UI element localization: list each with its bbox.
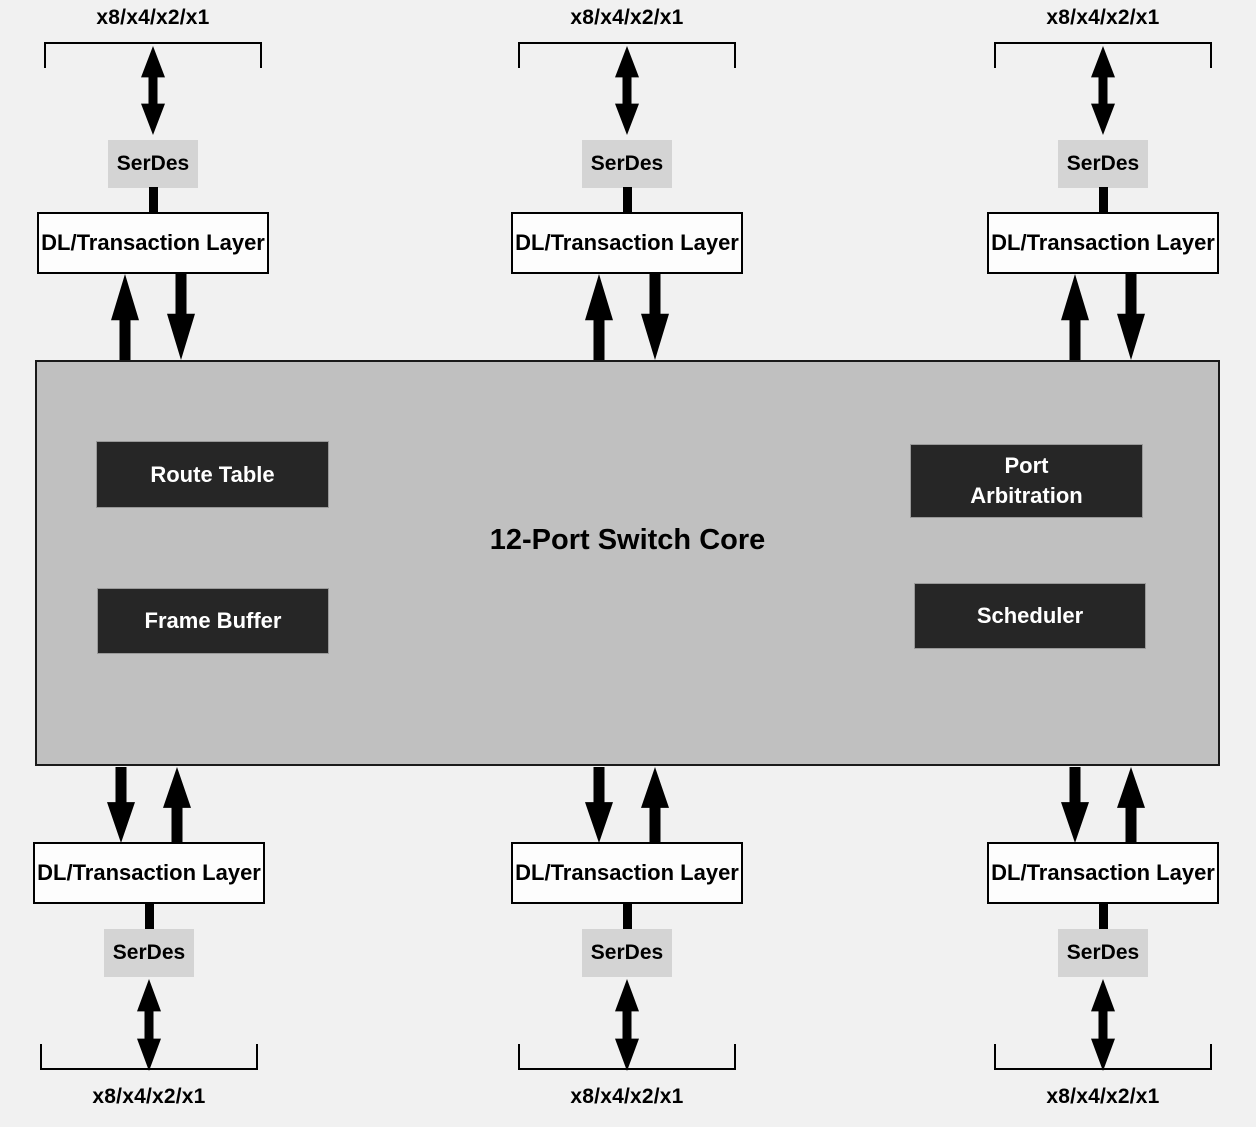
up-arrow-icon bbox=[1117, 767, 1145, 843]
serdes-block: SerDes bbox=[108, 140, 198, 188]
port-group-top-middle: x8/x4/x2/x1 SerDes DL/Transaction Layer bbox=[507, 0, 747, 360]
lane-bracket bbox=[518, 42, 736, 68]
down-arrow-icon bbox=[167, 274, 195, 360]
lane-width-label: x8/x4/x2/x1 bbox=[96, 6, 210, 29]
port-group-top-right: x8/x4/x2/x1 SerDes DL/Transaction Layer bbox=[983, 0, 1223, 360]
serdes-dl-connector bbox=[1099, 187, 1108, 213]
lane-bracket bbox=[994, 1044, 1212, 1070]
serdes-block: SerDes bbox=[1058, 140, 1148, 188]
bidirectional-arrow-icon bbox=[615, 979, 639, 1071]
serdes-dl-connector bbox=[623, 904, 632, 930]
lane-width-label: x8/x4/x2/x1 bbox=[570, 6, 684, 29]
lane-width-label: x8/x4/x2/x1 bbox=[570, 1085, 684, 1108]
serdes-block: SerDes bbox=[582, 929, 672, 977]
dl-transaction-layer-block: DL/Transaction Layer bbox=[37, 212, 269, 274]
lane-bracket bbox=[994, 42, 1212, 68]
dl-transaction-layer-block: DL/Transaction Layer bbox=[511, 212, 743, 274]
up-arrow-icon bbox=[111, 274, 139, 360]
bidirectional-arrow-icon bbox=[137, 979, 161, 1071]
down-arrow-icon bbox=[641, 274, 669, 360]
lane-width-label: x8/x4/x2/x1 bbox=[1046, 1085, 1160, 1108]
up-arrow-icon bbox=[163, 767, 191, 843]
bidirectional-arrow-icon bbox=[1091, 979, 1115, 1071]
port-arbitration-block: Port Arbitration bbox=[910, 444, 1143, 518]
dl-transaction-layer-block: DL/Transaction Layer bbox=[511, 842, 743, 904]
bidirectional-arrow-icon bbox=[615, 46, 639, 135]
up-arrow-icon bbox=[585, 274, 613, 360]
dl-transaction-layer-block: DL/Transaction Layer bbox=[33, 842, 265, 904]
lane-bracket bbox=[518, 1044, 736, 1070]
down-arrow-icon bbox=[1061, 767, 1089, 843]
switch-core-title: 12-Port Switch Core bbox=[489, 524, 766, 556]
port-group-bottom-middle: DL/Transaction Layer SerDes x8/x4/x2/x1 bbox=[507, 766, 747, 1127]
serdes-block: SerDes bbox=[104, 929, 194, 977]
dl-transaction-layer-block: DL/Transaction Layer bbox=[987, 212, 1219, 274]
port-group-bottom-left: DL/Transaction Layer SerDes x8/x4/x2/x1 bbox=[29, 766, 269, 1127]
serdes-block: SerDes bbox=[1058, 929, 1148, 977]
down-arrow-icon bbox=[107, 767, 135, 843]
serdes-dl-connector bbox=[149, 187, 158, 213]
bidirectional-arrow-icon bbox=[1091, 46, 1115, 135]
port-group-top-left: x8/x4/x2/x1 SerDes DL/Transaction Layer bbox=[33, 0, 273, 360]
up-arrow-icon bbox=[641, 767, 669, 843]
switch-core: 12-Port Switch Core Route Table Frame Bu… bbox=[35, 360, 1220, 766]
down-arrow-icon bbox=[1117, 274, 1145, 360]
lane-width-label: x8/x4/x2/x1 bbox=[92, 1085, 206, 1108]
scheduler-block: Scheduler bbox=[914, 583, 1146, 649]
lane-bracket bbox=[40, 1044, 258, 1070]
dl-transaction-layer-block: DL/Transaction Layer bbox=[987, 842, 1219, 904]
serdes-block: SerDes bbox=[582, 140, 672, 188]
port-group-bottom-right: DL/Transaction Layer SerDes x8/x4/x2/x1 bbox=[983, 766, 1223, 1127]
serdes-dl-connector bbox=[145, 904, 154, 930]
frame-buffer-block: Frame Buffer bbox=[97, 588, 329, 654]
bidirectional-arrow-icon bbox=[141, 46, 165, 135]
serdes-dl-connector bbox=[623, 187, 632, 213]
lane-bracket bbox=[44, 42, 262, 68]
lane-width-label: x8/x4/x2/x1 bbox=[1046, 6, 1160, 29]
serdes-dl-connector bbox=[1099, 904, 1108, 930]
down-arrow-icon bbox=[585, 767, 613, 843]
route-table-block: Route Table bbox=[96, 441, 329, 508]
up-arrow-icon bbox=[1061, 274, 1089, 360]
